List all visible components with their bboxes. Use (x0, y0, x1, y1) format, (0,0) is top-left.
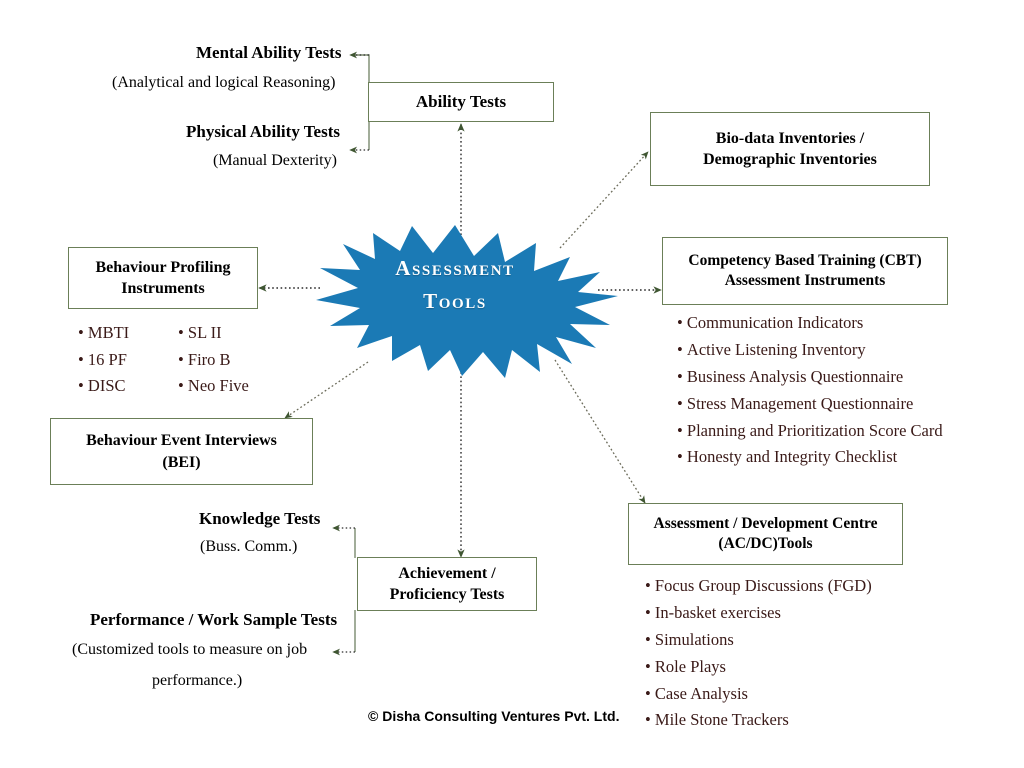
label-performance-work-sample-tests: Performance / Work Sample Tests (90, 610, 338, 629)
box-behaviour-event-interviews[interactable]: Behaviour Event Interviews (BEI) (50, 418, 313, 485)
box-assessment-development-centre[interactable]: Assessment / Development Centre (AC/DC)T… (628, 503, 903, 565)
list-behaviour-profiling-tools: MBTI SL II 16 PF Firo B DISC Neo Five (78, 320, 249, 400)
label-mental-ability-subtext: (Analytical and logical Reasoning) (112, 74, 336, 91)
list-item: Simulations (645, 627, 872, 654)
box-achievement-proficiency-tests[interactable]: Achievement / Proficiency Tests (357, 557, 537, 611)
list-cbt-instruments: Communication Indicators Active Listenin… (677, 310, 943, 471)
box-biodata-line2: Demographic Inventories (703, 151, 877, 168)
list-item: Focus Group Discussions (FGD) (645, 573, 872, 600)
box-cbt-line1: Competency Based Training (CBT) (688, 251, 922, 269)
box-ability-tests[interactable]: Ability Tests (368, 82, 554, 122)
list-item: Planning and Prioritization Score Card (677, 418, 943, 445)
list-item: 16 PF (78, 347, 178, 374)
label-physical-ability-tests: Physical Ability Tests (186, 122, 340, 141)
label-mental-ability-tests: Mental Ability Tests (196, 43, 342, 62)
box-cbt-assessment-instruments[interactable]: Competency Based Training (CBT) Assessme… (662, 237, 948, 305)
center-star-text: Assessment Tools (330, 252, 580, 317)
list-item: DISC (78, 373, 178, 400)
label-knowledge-tests-subtext: (Buss. Comm.) (200, 538, 298, 555)
box-cbt-line2: Assessment Instruments (724, 272, 886, 289)
box-achievement-line1: Achievement / (398, 564, 496, 582)
list-item: Stress Management Questionnaire (677, 391, 943, 418)
list-item: Honesty and Integrity Checklist (677, 444, 943, 471)
box-biodata-inventories[interactable]: Bio-data Inventories / Demographic Inven… (650, 112, 930, 186)
center-title-line2: Tools (423, 288, 487, 313)
box-acdc-line2: (AC/DC)Tools (718, 535, 813, 552)
box-biodata-line1: Bio-data Inventories / (715, 129, 865, 147)
list-item: Mile Stone Trackers (645, 707, 872, 734)
box-behaviour-profiling-instruments[interactable]: Behaviour Profiling Instruments (68, 247, 258, 309)
label-performance-subtext-line1: (Customized tools to measure on job (72, 641, 308, 658)
list-item: Firo B (178, 347, 249, 374)
box-ability-tests-title: Ability Tests (415, 91, 507, 111)
list-item: Neo Five (178, 373, 249, 400)
box-bei-line2: (BEI) (162, 453, 201, 471)
label-physical-ability-subtext: (Manual Dexterity) (213, 152, 337, 169)
list-item: In-basket exercises (645, 600, 872, 627)
label-knowledge-tests: Knowledge Tests (199, 509, 321, 528)
box-acdc-line1: Assessment / Development Centre (653, 514, 878, 532)
list-item: Business Analysis Questionnaire (677, 364, 943, 391)
list-acdc-tools: Focus Group Discussions (FGD) In-basket … (645, 573, 872, 734)
connector-star-to-biodata (559, 151, 649, 249)
copyright-footer: © Disha Consulting Ventures Pvt. Ltd. (368, 708, 620, 724)
list-item: SL II (178, 320, 249, 347)
list-item: Communication Indicators (677, 310, 943, 337)
box-achievement-line2: Proficiency Tests (389, 586, 505, 603)
center-title-line1: Assessment (395, 256, 515, 280)
box-behaviour-profiling-line1: Behaviour Profiling (95, 258, 231, 276)
list-item: Role Plays (645, 654, 872, 681)
connector-ability-bracket (355, 54, 370, 101)
list-item: MBTI (78, 320, 178, 347)
list-item: Case Analysis (645, 681, 872, 708)
box-behaviour-profiling-line2: Instruments (121, 280, 205, 297)
list-item: Active Listening Inventory (677, 337, 943, 364)
connector-star-to-bei (284, 361, 369, 419)
box-bei-line1: Behaviour Event Interviews (86, 432, 277, 450)
label-performance-subtext-line2: performance.) (152, 672, 243, 689)
connector-star-to-acdc (554, 359, 646, 504)
